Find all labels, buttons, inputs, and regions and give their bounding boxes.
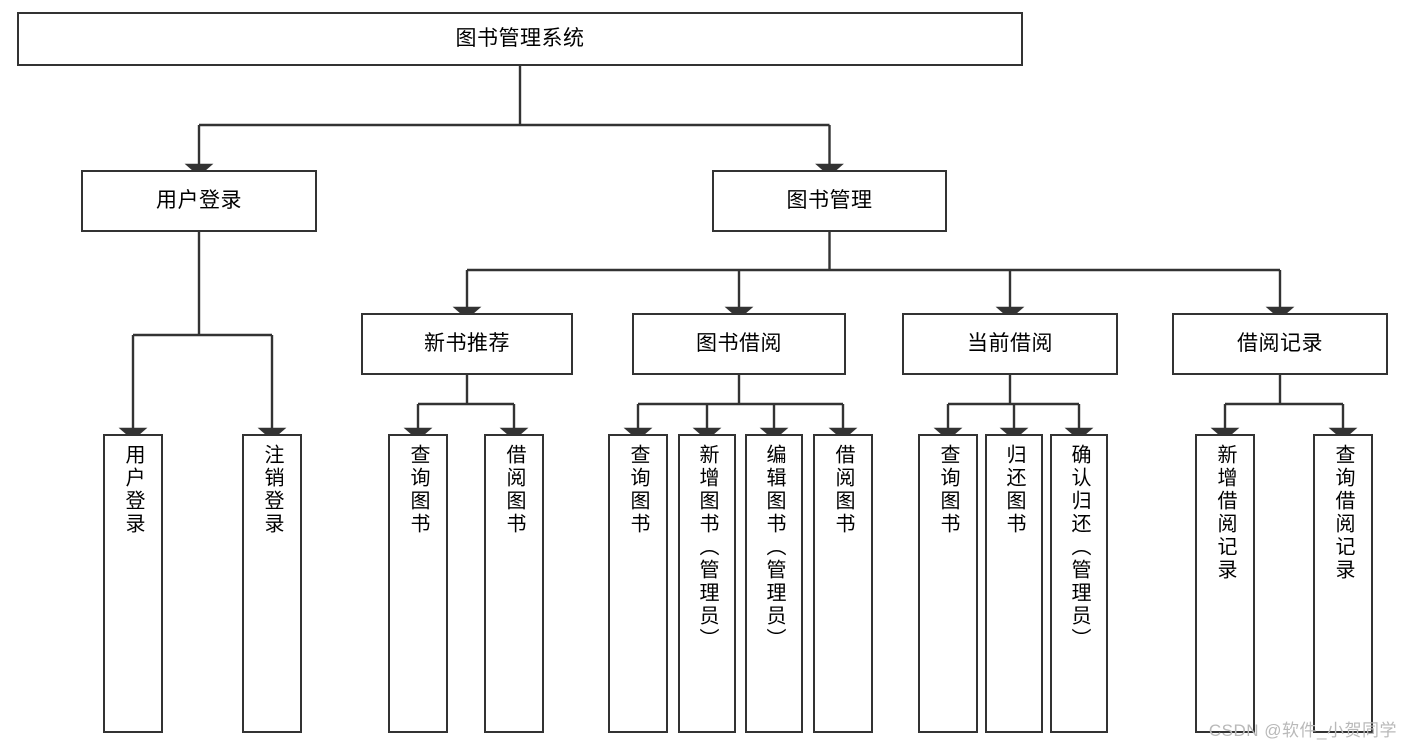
- node-leaf-borrow-book-a[interactable]: 借阅图书: [484, 434, 544, 733]
- node-leaf-logout[interactable]: 注销登录: [242, 434, 302, 733]
- node-label: 图书管理系统: [455, 27, 585, 51]
- node-label: 新书推荐: [424, 332, 510, 356]
- node-label: 借阅图书: [503, 444, 525, 536]
- node-book-borrow[interactable]: 图书借阅: [632, 313, 846, 375]
- node-leaf-user-login[interactable]: 用户登录: [103, 434, 163, 733]
- node-leaf-borrow-book-b[interactable]: 借阅图书: [813, 434, 873, 733]
- node-label: 新增图书（管理员）: [696, 444, 718, 651]
- node-label: 当前借阅: [967, 332, 1053, 356]
- node-label: 查询借阅记录: [1332, 444, 1354, 582]
- node-label: 用户登录: [122, 444, 144, 536]
- node-label: 图书借阅: [696, 332, 782, 356]
- watermark: CSDN @软件_小贺同学: [1208, 721, 1397, 740]
- node-current-borrow[interactable]: 当前借阅: [902, 313, 1118, 375]
- node-label: 归还图书: [1003, 444, 1025, 536]
- node-leaf-query-book-c[interactable]: 查询图书: [918, 434, 978, 733]
- node-book-manage[interactable]: 图书管理: [712, 170, 947, 232]
- node-label: 用户登录: [156, 189, 242, 213]
- node-leaf-edit-book[interactable]: 编辑图书（管理员）: [745, 434, 803, 733]
- node-label: 图书管理: [786, 189, 873, 213]
- node-borrow-record[interactable]: 借阅记录: [1172, 313, 1388, 375]
- node-leaf-query-book-a[interactable]: 查询图书: [388, 434, 448, 733]
- node-label: 借阅记录: [1237, 332, 1323, 356]
- node-user-login[interactable]: 用户登录: [81, 170, 317, 232]
- node-root[interactable]: 图书管理系统: [17, 12, 1023, 66]
- node-label: 借阅图书: [832, 444, 854, 536]
- node-label: 新增借阅记录: [1214, 444, 1236, 582]
- node-leaf-return-book[interactable]: 归还图书: [985, 434, 1043, 733]
- node-leaf-query-record[interactable]: 查询借阅记录: [1313, 434, 1373, 733]
- node-label: 编辑图书（管理员）: [763, 444, 785, 651]
- node-leaf-query-book-b[interactable]: 查询图书: [608, 434, 668, 733]
- node-leaf-confirm-return[interactable]: 确认归还（管理员）: [1050, 434, 1108, 733]
- node-leaf-add-record[interactable]: 新增借阅记录: [1195, 434, 1255, 733]
- node-label: 查询图书: [627, 444, 649, 536]
- node-new-book-rec[interactable]: 新书推荐: [361, 313, 573, 375]
- node-leaf-add-book[interactable]: 新增图书（管理员）: [678, 434, 736, 733]
- node-label: 注销登录: [261, 444, 283, 536]
- node-label: 查询图书: [937, 444, 959, 536]
- node-label: 确认归还（管理员）: [1068, 444, 1090, 651]
- node-label: 查询图书: [407, 444, 429, 536]
